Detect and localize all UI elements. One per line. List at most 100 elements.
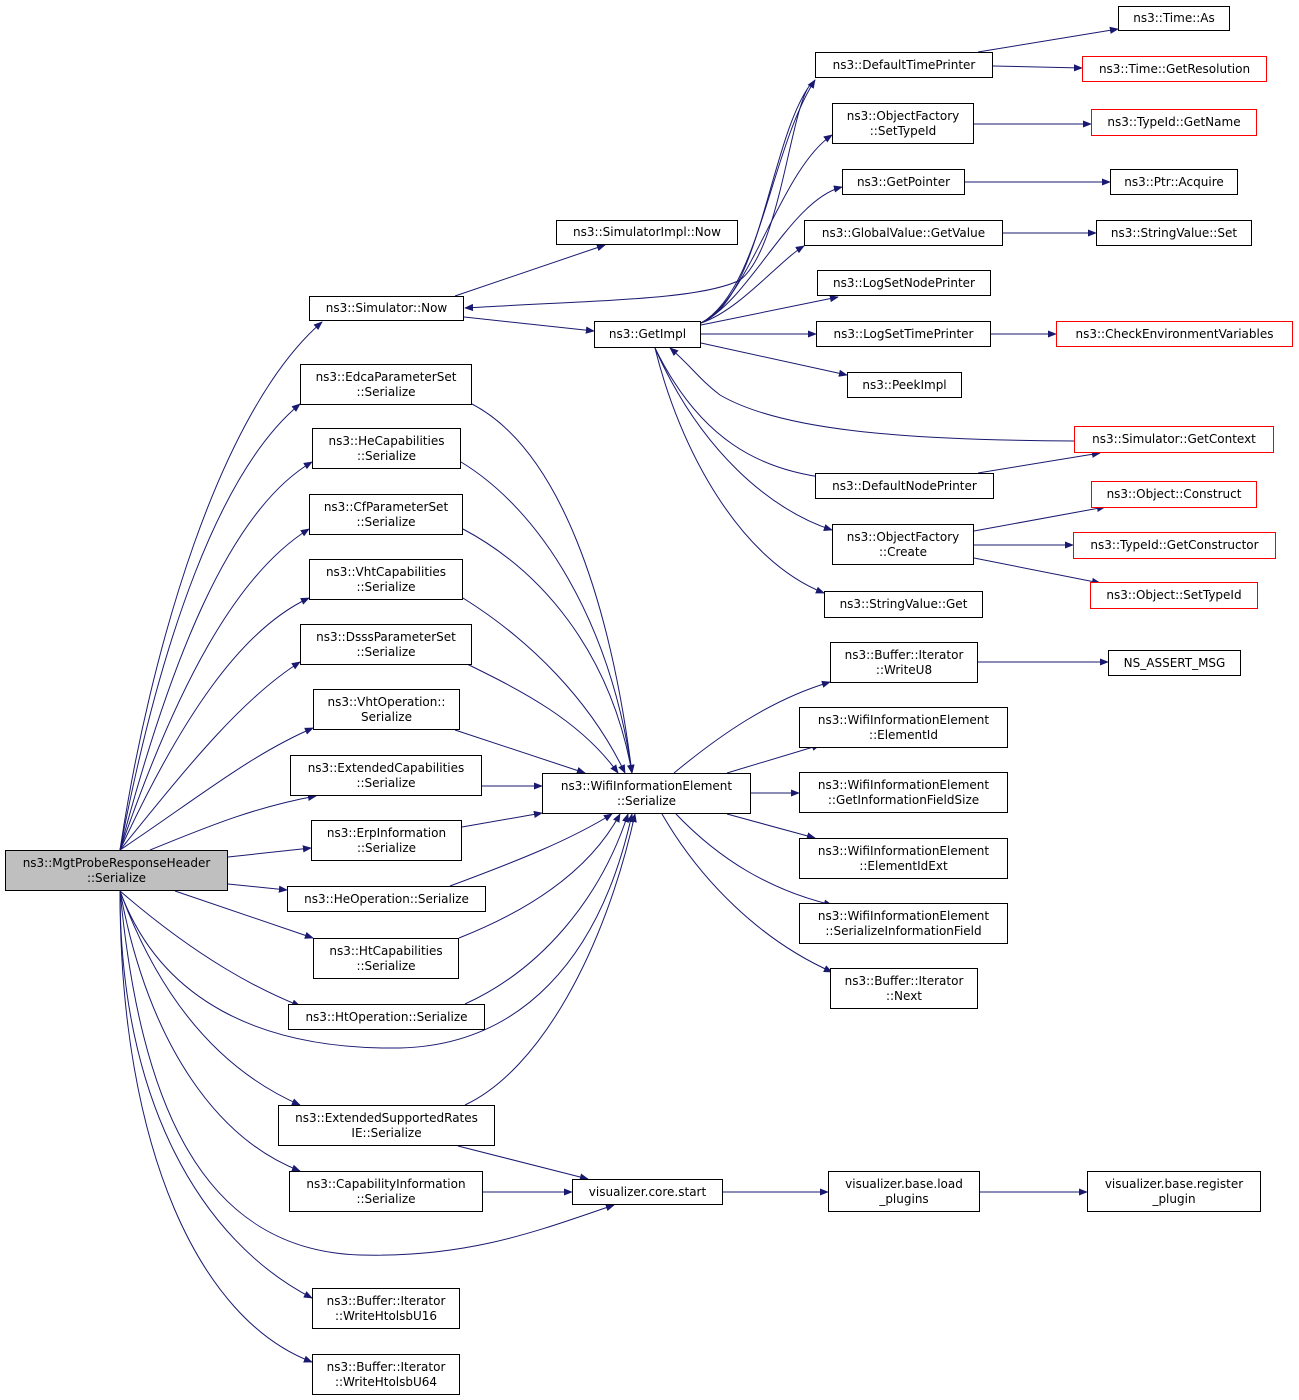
node-time-getresolution[interactable]: ns3::Time::GetResolution [1082,56,1267,82]
call-edge [454,244,606,297]
call-edge [462,597,626,774]
node-dsssparameterset-serialize[interactable]: ns3::DsssParameterSet::Serialize [300,624,472,665]
call-edge [119,890,313,1363]
node-typeid-getconstructor[interactable]: ns3::TypeId::GetConstructor [1073,532,1276,559]
call-edge [700,134,833,324]
call-edge [119,403,301,851]
call-edge [119,890,313,1299]
node-heoperation-serialize[interactable]: ns3::HeOperation::Serialize [287,886,486,912]
node-simulatorimpl-now[interactable]: ns3::SimulatorImpl::Now [556,220,738,245]
call-edge [149,793,317,851]
call-edge [466,663,619,774]
call-edge [700,245,805,324]
call-edge [119,890,301,1172]
node-write-htolsb-u64[interactable]: ns3::Buffer::Iterator::WriteHtolsbU64 [312,1354,460,1395]
node-visualizer-core-start[interactable]: visualizer.core.start [572,1179,723,1205]
call-edge [119,321,323,851]
call-edge [654,347,825,594]
call-edge [673,680,831,774]
node-vhtoperation-serialize[interactable]: ns3::VhtOperation::Serialize [313,689,460,730]
call-edge [471,403,635,774]
call-edge [462,528,635,774]
node-logsetnodeprinter[interactable]: ns3::LogSetNodePrinter [817,270,991,296]
call-edge [227,845,312,858]
call-edge [669,347,1075,442]
call-edge [458,813,621,939]
node-iterator-writeu8[interactable]: ns3::Buffer::Iterator::WriteU8 [830,642,978,683]
node-wifiinformationelement-serialize[interactable]: ns3::WifiInformationElement::Serialize [542,773,751,814]
call-edge [700,342,848,377]
call-edge [726,743,821,774]
node-stringvalue-set[interactable]: ns3::StringValue::Set [1096,220,1252,246]
node-simulator-getcontext[interactable]: ns3::Simulator::GetContext [1074,426,1274,453]
call-edge [973,504,1106,532]
call-edge [992,64,1083,72]
node-root: ns3::MgtProbeResponseHeader::Serialize [5,850,228,891]
call-edge [654,347,833,531]
call-edge [457,1145,589,1181]
call-edge [464,813,629,1005]
call-edge [973,557,1101,585]
call-edge [119,528,310,851]
call-edge [700,295,839,326]
node-wie-serializeinformationfield[interactable]: ns3::WifiInformationElement::SerializeIn… [799,903,1008,944]
node-default-time-printer[interactable]: ns3::DefaultTimePrinter [815,52,993,78]
node-object-construct[interactable]: ns3::Object::Construct [1091,481,1257,508]
node-erpinformation-serialize[interactable]: ns3::ErpInformation::Serialize [311,820,462,861]
call-edge [174,890,314,939]
node-peekimpl[interactable]: ns3::PeekImpl [847,372,962,398]
call-edge [464,813,637,1106]
call-edge [119,813,634,1049]
call-edge [977,450,1101,474]
node-visualizer-load-plugins[interactable]: visualizer.base.load_plugins [828,1171,980,1212]
node-ns-assert-msg[interactable]: NS_ASSERT_MSG [1108,650,1241,676]
call-edge [227,883,288,893]
node-htcapabilities-serialize[interactable]: ns3::HtCapabilities::Serialize [313,938,459,979]
call-edge [654,347,829,481]
node-cfparameterset-serialize[interactable]: ns3::CfParameterSet::Serialize [309,494,463,535]
call-edge [449,813,613,887]
call-edge [119,890,301,1007]
call-edge [119,661,301,851]
call-edge [119,461,313,851]
call-edge [119,890,301,1106]
node-capabilityinformation-serialize[interactable]: ns3::CapabilityInformation::Serialize [289,1171,483,1212]
node-check-environment-variables[interactable]: ns3::CheckEnvironmentVariables [1056,321,1293,347]
node-default-node-printer[interactable]: ns3::DefaultNodePrinter [815,473,994,499]
node-typeid-getname[interactable]: ns3::TypeId::GetName [1091,109,1257,136]
node-objectfactory-settypeid[interactable]: ns3::ObjectFactory::SetTypeId [832,103,974,144]
call-edge [461,810,543,828]
node-write-htolsb-u16[interactable]: ns3::Buffer::Iterator::WriteHtolsbU16 [312,1288,460,1329]
node-simulator-now[interactable]: ns3::Simulator::Now [309,296,464,321]
call-edge [460,461,635,774]
call-edge [119,597,310,851]
node-htoperation-serialize[interactable]: ns3::HtOperation::Serialize [288,1004,485,1030]
call-edge [700,185,843,324]
node-wie-elementidext[interactable]: ns3::WifiInformationElement::ElementIdEx… [799,838,1008,879]
node-iterator-next[interactable]: ns3::Buffer::Iterator::Next [830,968,978,1009]
call-edge [454,315,595,334]
call-edge [675,813,833,907]
node-time-as[interactable]: ns3::Time::As [1118,6,1230,31]
node-vhtcapabilities-serialize[interactable]: ns3::VhtCapabilities::Serialize [309,559,463,600]
call-edge [661,813,833,973]
node-getpointer[interactable]: ns3::GetPointer [842,169,965,195]
call-edge [119,890,615,1256]
node-wie-getinformationfieldsize[interactable]: ns3::WifiInformationElement::GetInformat… [799,772,1008,813]
node-hecapabilities-serialize[interactable]: ns3::HeCapabilities::Serialize [312,428,461,469]
node-ptr-acquire[interactable]: ns3::Ptr::Acquire [1110,169,1238,195]
node-globalvalue-getvalue[interactable]: ns3::GlobalValue::GetValue [804,220,1003,246]
node-logsettimeprinter[interactable]: ns3::LogSetTimePrinter [816,321,991,347]
node-object-settypeid[interactable]: ns3::Object::SetTypeId [1090,582,1258,609]
node-visualizer-register-plugin[interactable]: visualizer.base.register_plugin [1087,1171,1261,1212]
node-getimpl[interactable]: ns3::GetImpl [594,321,701,348]
node-extendedcapabilities-serialize[interactable]: ns3::ExtendedCapabilities::Serialize [290,755,482,796]
node-wie-elementid[interactable]: ns3::WifiInformationElement::ElementId [799,707,1008,748]
node-stringvalue-get[interactable]: ns3::StringValue::Get [824,591,983,618]
node-edca-serialize[interactable]: ns3::EdcaParameterSet::Serialize [300,364,472,405]
node-objectfactory-create[interactable]: ns3::ObjectFactory::Create [832,524,974,565]
call-edge [726,813,816,840]
call-edge [454,729,586,774]
